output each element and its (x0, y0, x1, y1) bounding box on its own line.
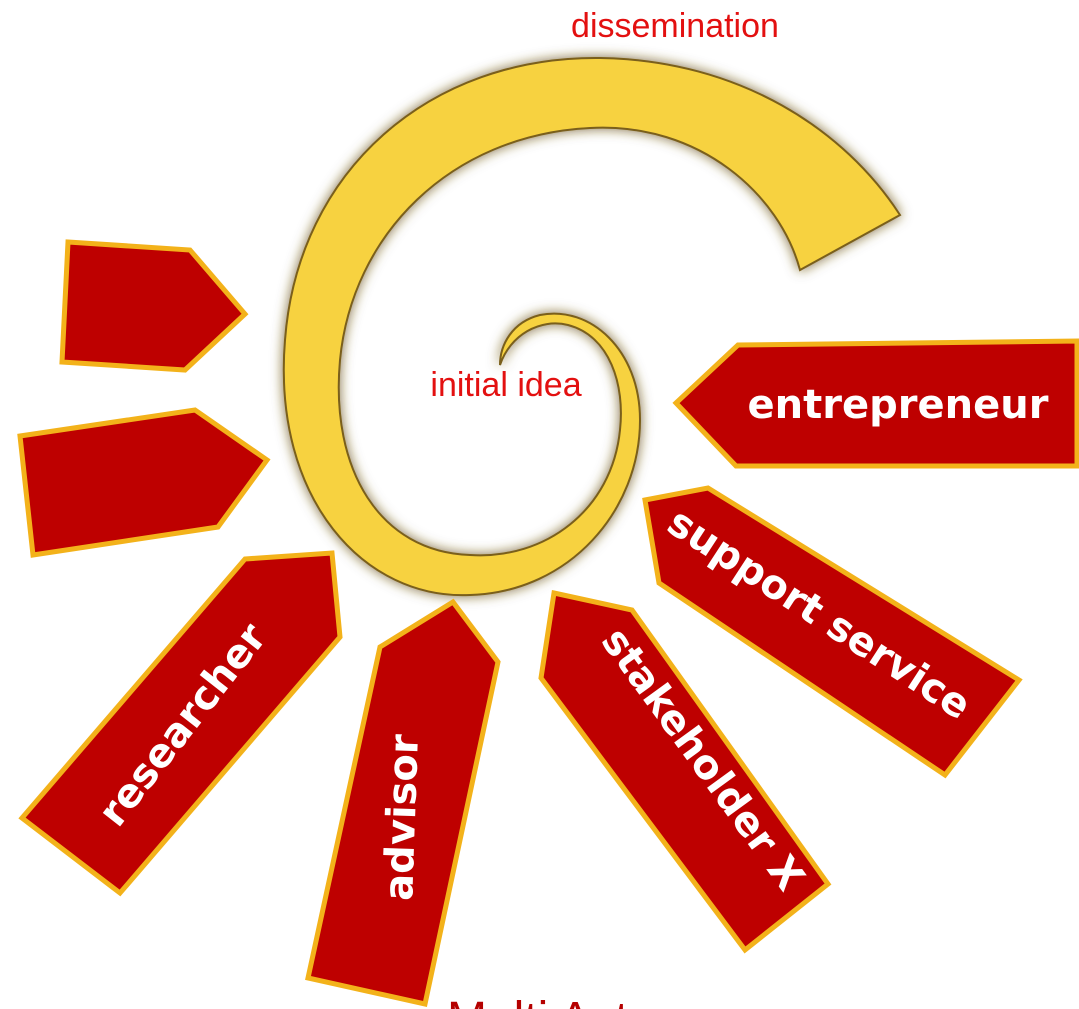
arrow-blank-1 (59, 239, 249, 373)
arrow-blank-2 (17, 407, 271, 558)
advisor-label: advisor (376, 733, 428, 901)
dissemination-label: dissemination (571, 7, 779, 45)
diagram-caption: Multi Actor process (447, 993, 852, 1009)
initial-idea-label: initial idea (430, 366, 581, 404)
arrow-advisor: advisor (305, 598, 501, 1007)
entrepreneur-label: entrepreneur (748, 382, 1049, 428)
spiral-shape (282, 56, 902, 597)
arrow-entrepreneur: entrepreneur (672, 338, 1079, 469)
arrow-researcher: researcher (18, 550, 343, 897)
